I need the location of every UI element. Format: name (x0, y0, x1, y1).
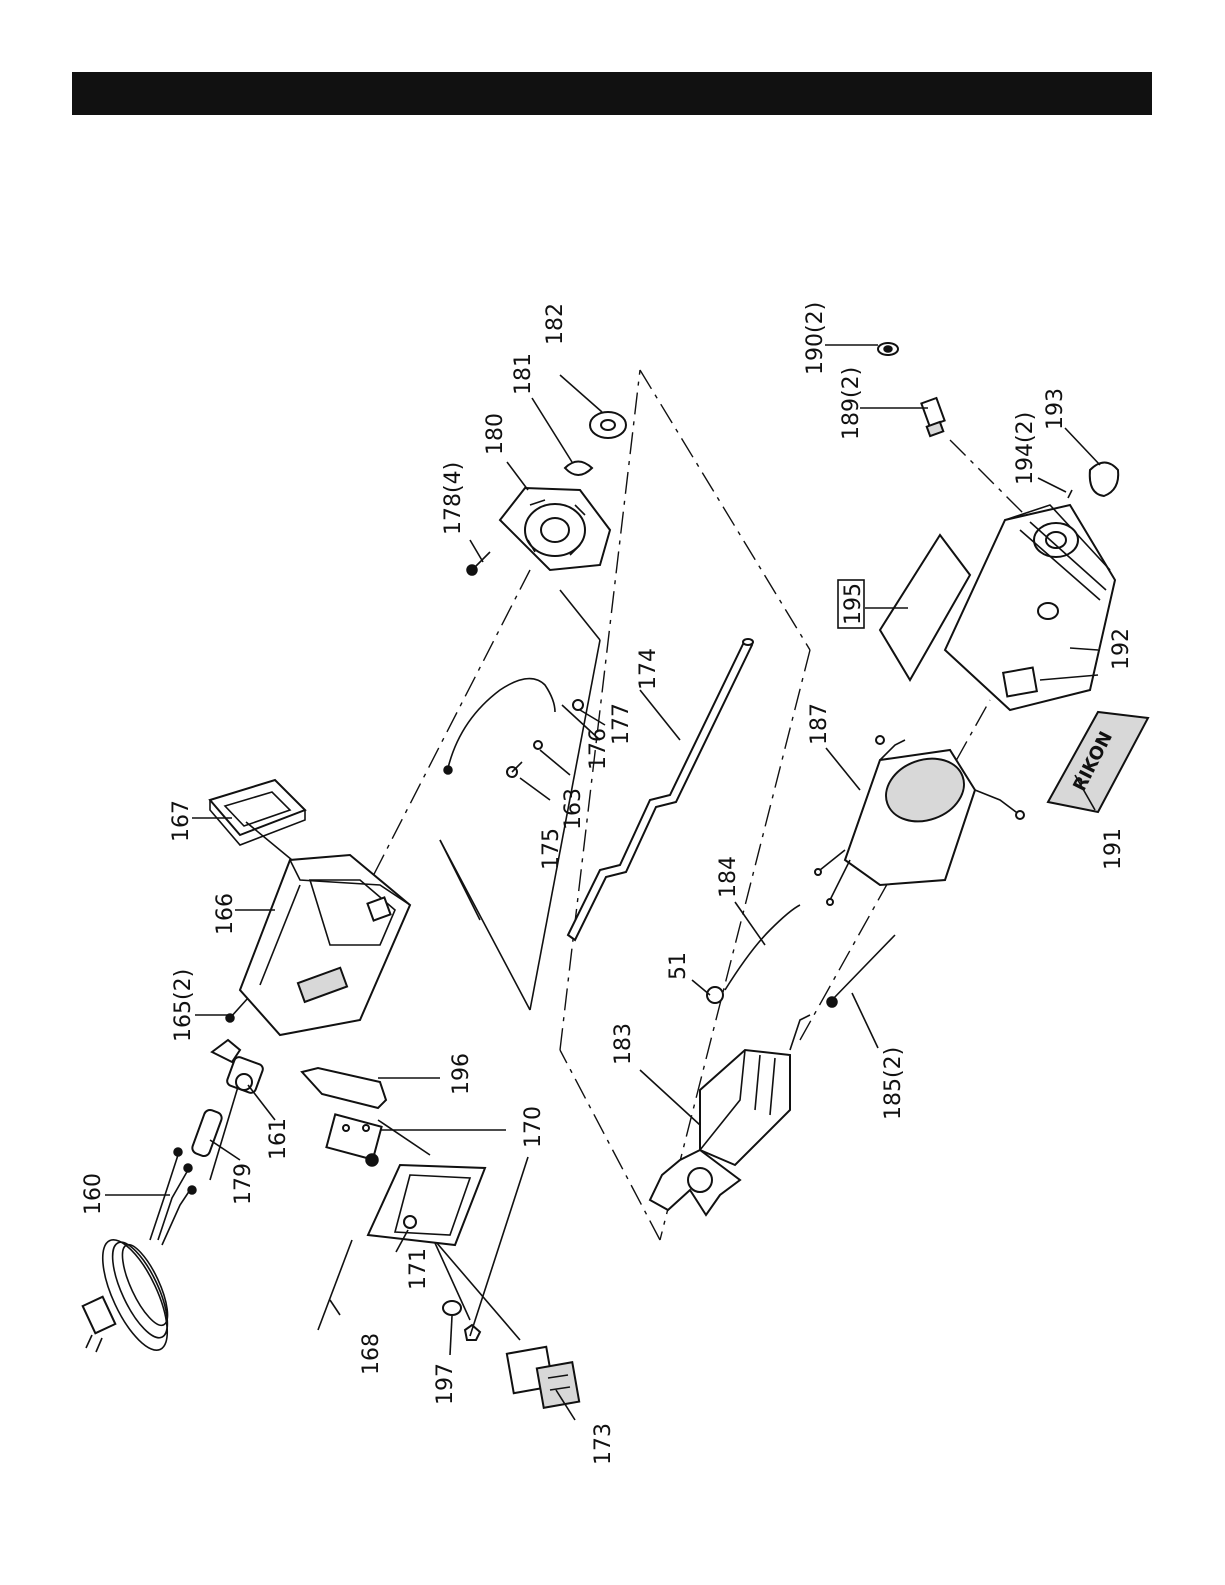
label-174: 174 (636, 648, 661, 690)
label-195: 195 (841, 583, 866, 625)
label-51: 51 (666, 952, 691, 980)
label-183: 183 (611, 1023, 636, 1065)
label-180: 180 (483, 413, 508, 455)
label-160: 160 (81, 1173, 106, 1215)
label-182: 182 (543, 303, 568, 345)
part-182-bearing (590, 412, 626, 438)
part-194-193-hardware (1068, 463, 1118, 499)
part-196-bracket (302, 1068, 386, 1108)
part-192-motor-housing (945, 505, 1115, 710)
label-175: 175 (539, 828, 564, 870)
part-labels: 160 179 161 165(2) 166 167 175 163 176 1… (81, 302, 1134, 1465)
part-166-switch-housing (240, 855, 410, 1035)
label-178: 178(4) (441, 462, 466, 535)
part-187-field-coil (815, 736, 1024, 905)
label-170a: 170 (521, 1106, 546, 1148)
label-166: 166 (213, 893, 238, 935)
label-171: 171 (406, 1248, 431, 1290)
label-179: 179 (231, 1163, 256, 1205)
part-173-paddle-switch (507, 1347, 579, 1408)
part-170-switch-box (326, 1114, 381, 1166)
label-191: 191 (1101, 828, 1126, 870)
part-171-switch-plate (368, 1165, 485, 1245)
part-165-screw (226, 998, 248, 1022)
label-168: 168 (359, 1333, 384, 1375)
label-173: 173 (591, 1423, 616, 1465)
label-193: 193 (1043, 388, 1068, 430)
label-163: 163 (561, 788, 586, 830)
part-185-bolt (827, 935, 895, 1007)
label-187: 187 (807, 703, 832, 745)
part-180-end-bell (500, 488, 610, 570)
label-165: 165(2) (171, 969, 196, 1042)
part-176-wire (444, 679, 555, 774)
label-177: 177 (609, 703, 634, 745)
part-168-rod (318, 1240, 352, 1330)
label-167: 167 (169, 800, 194, 842)
label-185: 185(2) (881, 1047, 906, 1120)
label-184: 184 (716, 856, 741, 898)
label-194: 194(2) (1013, 412, 1038, 485)
label-197: 197 (433, 1363, 458, 1405)
part-181-wave-washer (565, 462, 592, 476)
label-192: 192 (1109, 628, 1134, 670)
part-191-badge: RIKON (1048, 712, 1148, 812)
label-181: 181 (511, 353, 536, 395)
label-190: 190(2) (803, 302, 828, 375)
label-189: 189(2) (839, 367, 864, 440)
part-189-190-brush (878, 343, 945, 436)
part-167-foam-pad (210, 780, 305, 845)
label-195-box: 195 (838, 580, 866, 628)
label-196: 196 (449, 1053, 474, 1095)
part-51-184-brush-lead (707, 905, 800, 1003)
part-161-strain-relief (212, 1040, 264, 1094)
label-161: 161 (266, 1118, 291, 1160)
part-183-armature (650, 1015, 810, 1215)
label-176: 176 (586, 728, 611, 770)
part-175-163-177-hardware (507, 700, 583, 777)
